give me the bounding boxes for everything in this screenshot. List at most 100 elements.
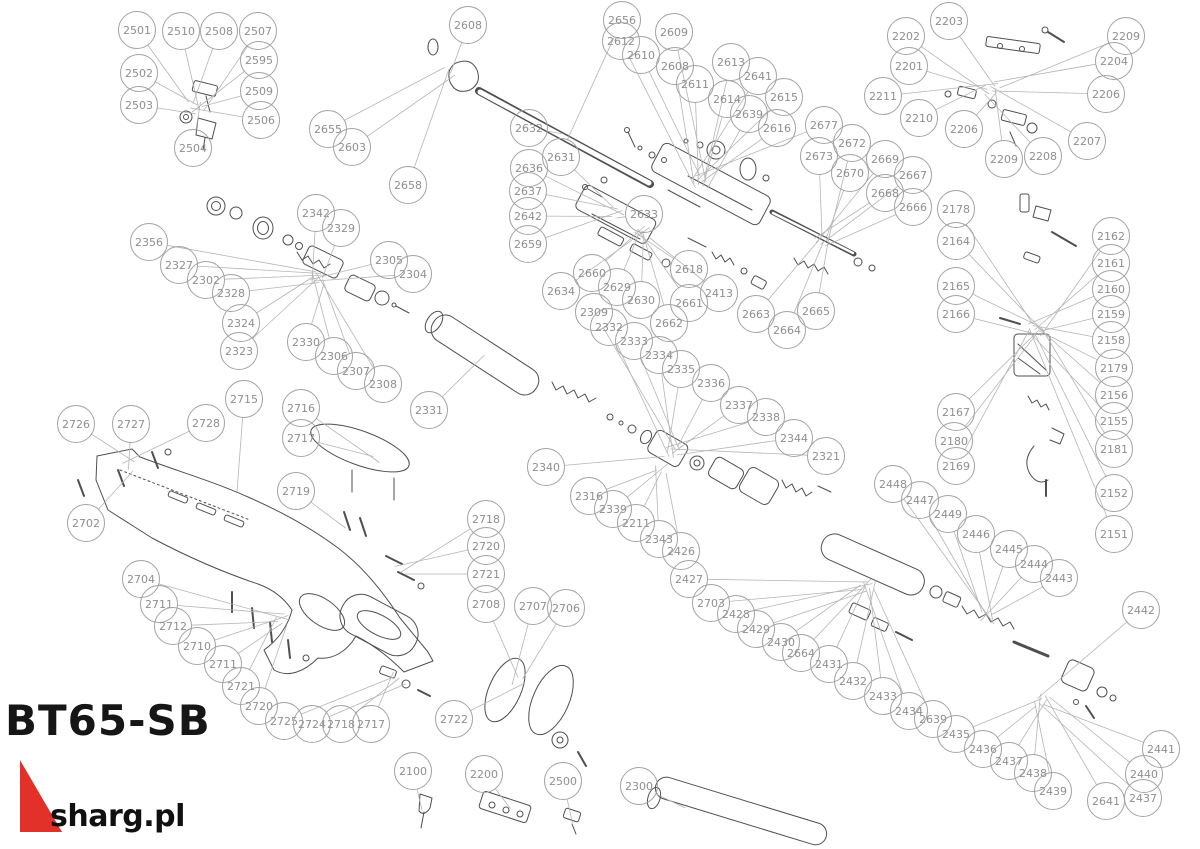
part-balloon-2152	[1095, 474, 1133, 512]
leader-line-2603	[366, 74, 456, 137]
part-number: 2668	[871, 187, 899, 200]
leader-line-2340	[564, 456, 665, 466]
part-balloon-2443	[1040, 559, 1078, 597]
leader-line-2633	[616, 216, 626, 219]
part-balloon-2670	[831, 154, 869, 192]
part-number: 2718	[472, 513, 500, 526]
leader-line-2323	[252, 277, 319, 339]
leader-line-2158	[1032, 325, 1093, 337]
leader-line-2446	[979, 552, 993, 620]
part-balloon-2720	[240, 687, 278, 725]
part-balloon-2165	[937, 267, 975, 305]
part-number: 2721	[472, 568, 500, 581]
part-balloon-2431	[810, 645, 848, 683]
leader-line-2613	[704, 79, 728, 178]
leader-line-2300	[655, 793, 686, 809]
leader-line-2712	[191, 621, 279, 626]
part-balloon-2200	[465, 755, 503, 793]
part-balloon-2339	[594, 490, 632, 528]
part-balloon-2506	[242, 101, 280, 139]
leader-line-2618	[634, 231, 674, 259]
leader-line-2428	[754, 583, 873, 611]
leader-line-2704	[158, 583, 291, 621]
part-number: 2169	[942, 460, 970, 473]
part-number: 2631	[547, 151, 575, 164]
part-number: 2704	[127, 573, 155, 586]
part-balloon-2614	[708, 80, 746, 118]
part-number: 2209	[1112, 30, 1140, 43]
part-number: 2429	[742, 623, 770, 636]
part-balloon-2673	[800, 137, 838, 175]
part-number: 2180	[940, 435, 968, 448]
leader-line-2201	[926, 70, 988, 90]
part-number: 2342	[302, 207, 330, 220]
part-number: 2207	[1073, 135, 1101, 148]
part-balloon-2333	[615, 322, 653, 360]
part-number: 2167	[942, 406, 970, 419]
leader-line-2152	[1035, 335, 1107, 477]
leader-line-2330	[311, 283, 325, 325]
leader-line-2718	[355, 677, 400, 713]
leader-line-2655	[344, 67, 445, 121]
leader-line-2615	[696, 109, 771, 181]
leader-line-2430	[795, 584, 861, 632]
leader-line-2338	[665, 422, 749, 448]
part-balloon-2503	[120, 86, 158, 124]
leader-line-2664	[793, 241, 824, 314]
part-number: 2665	[802, 305, 830, 318]
part-balloon-2659	[509, 225, 547, 263]
part-balloon-2332	[590, 308, 628, 346]
leader-line-2616	[701, 138, 763, 183]
leader-line-2436	[997, 705, 1037, 738]
part-balloon-2164	[937, 222, 975, 260]
leader-line-2169	[964, 328, 1031, 450]
part-balloon-2636	[510, 149, 548, 187]
part-number: 2211	[869, 90, 897, 103]
part-number: 2159	[1097, 308, 1125, 321]
leader-line-2611	[695, 102, 699, 186]
leader-line-2501	[147, 44, 189, 103]
piston-parts-sketch	[206, 196, 410, 314]
part-balloon-2336	[692, 364, 730, 402]
part-number: 2504	[179, 142, 207, 155]
leader-line-2673	[819, 174, 823, 236]
part-number: 2164	[942, 235, 970, 248]
part-number: 2433	[869, 690, 897, 703]
part-number: 2609	[660, 26, 688, 39]
part-balloon-2309	[575, 293, 613, 331]
part-balloon-2308	[364, 365, 402, 403]
part-number: 2327	[165, 259, 193, 272]
leader-line-2500	[566, 798, 573, 824]
leader-line-2333	[640, 357, 680, 451]
part-number: 2323	[225, 345, 253, 358]
leader-line-2435	[972, 698, 1043, 728]
part-number: 2210	[905, 112, 933, 125]
part-number: 2637	[514, 185, 542, 198]
part-balloon-2660	[573, 254, 611, 292]
part-balloon-2202	[887, 17, 925, 55]
leader-line-2309	[603, 327, 676, 450]
leader-line-2305	[310, 264, 372, 280]
cylinder-tube-sketch	[424, 310, 540, 396]
part-number: 2211	[622, 517, 650, 530]
part-balloon-2500	[544, 762, 582, 800]
part-balloon-2702	[67, 504, 105, 542]
leader-line-2441	[1043, 704, 1144, 743]
part-number: 2663	[742, 308, 770, 321]
part-balloon-2722	[435, 700, 473, 738]
leader-line-2445	[986, 566, 1004, 614]
part-balloon-2331	[410, 391, 448, 429]
leader-line-2431	[836, 586, 866, 648]
part-balloon-2306	[315, 337, 353, 375]
part-number: 2664	[773, 324, 801, 337]
part-balloon-2662	[650, 304, 688, 342]
part-number: 2501	[123, 24, 151, 37]
leader-line-2442	[1037, 621, 1128, 699]
leader-line-2206	[991, 90, 1088, 94]
part-balloon-2704	[122, 560, 160, 598]
leader-line-2209	[999, 42, 1110, 89]
part-number: 2201	[895, 60, 923, 73]
part-balloon-2162	[1092, 217, 1130, 255]
